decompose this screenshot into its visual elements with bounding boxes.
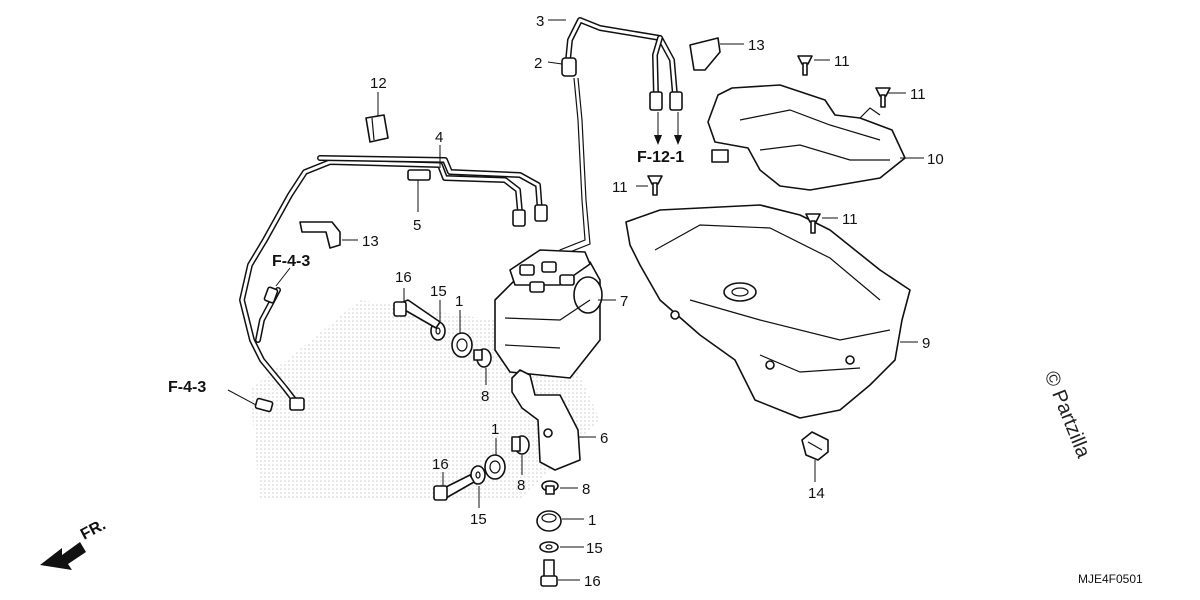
pipe-fittings	[254, 169, 548, 413]
bracket-6	[511, 369, 581, 471]
bolt-16-middle	[433, 474, 475, 501]
callout-9: 9	[922, 335, 930, 352]
callout-8-middle: 8	[517, 477, 525, 494]
callout-2: 2	[534, 55, 542, 72]
callout-12: 12	[370, 75, 387, 92]
screw-11-right	[875, 87, 891, 108]
collar-8-lower	[541, 480, 559, 495]
grommet-1-middle	[484, 454, 506, 480]
callout-7: 7	[620, 293, 628, 310]
leader-lines	[227, 19, 924, 581]
screw-11-mid	[647, 175, 663, 196]
callout-16-upper: 16	[395, 269, 412, 286]
bolt-16-lower	[540, 559, 558, 587]
callout-15-lower: 15	[586, 540, 603, 557]
callout-4: 4	[435, 129, 443, 146]
callout-8-lower: 8	[582, 481, 590, 498]
callout-1-lower: 1	[588, 512, 596, 529]
callout-11-lower: 11	[842, 211, 858, 228]
callout-3: 3	[536, 13, 544, 30]
collar-8-middle	[511, 435, 530, 455]
front-direction-arrow: FR.	[40, 516, 109, 570]
reference-f-12-1: F-12-1	[637, 149, 684, 166]
callout-8-upper: 8	[481, 388, 489, 405]
screw-11-top	[797, 55, 813, 76]
callout-16-middle: 16	[432, 456, 449, 473]
callout-16-lower: 16	[584, 573, 601, 590]
callout-13-left: 13	[362, 233, 379, 250]
direction-label: FR.	[78, 516, 109, 543]
clip-13-left	[299, 221, 341, 249]
washer-15-lower	[539, 541, 559, 553]
battery-cover-10	[707, 84, 906, 191]
abs-modulator-7	[494, 249, 603, 379]
callout-10: 10	[927, 151, 944, 168]
brake-pipe-4	[239, 159, 523, 408]
collar-8-upper	[473, 348, 492, 368]
battery-tray-9	[625, 204, 911, 419]
callout-1-middle: 1	[491, 421, 499, 438]
clip-13-top	[689, 37, 721, 71]
washer-15-middle	[470, 465, 486, 485]
grommet-1-upper	[451, 332, 473, 358]
callout-11-top: 11	[834, 53, 850, 70]
reference-f-4-3-lower: F-4-3	[168, 379, 206, 396]
callout-13-top: 13	[748, 37, 765, 54]
callout-11-mid: 11	[612, 179, 628, 196]
callout-15-middle: 15	[470, 511, 487, 528]
callout-1-upper: 1	[455, 293, 463, 310]
diagram-code: MJE4F0501	[1078, 572, 1143, 586]
callout-11-right: 11	[910, 86, 926, 103]
grommet-1-lower	[536, 510, 562, 532]
callout-15-upper: 15	[430, 283, 447, 300]
sensor-line-2	[554, 57, 591, 273]
reference-f-4-3-upper: F-4-3	[272, 253, 310, 270]
callout-6: 6	[600, 430, 608, 447]
clip-12	[365, 114, 389, 143]
clamp-14	[801, 431, 829, 461]
screw-11-lower	[805, 213, 821, 234]
callout-14: 14	[808, 485, 825, 502]
callout-5: 5	[413, 217, 421, 234]
sensor-line-3	[565, 17, 683, 145]
